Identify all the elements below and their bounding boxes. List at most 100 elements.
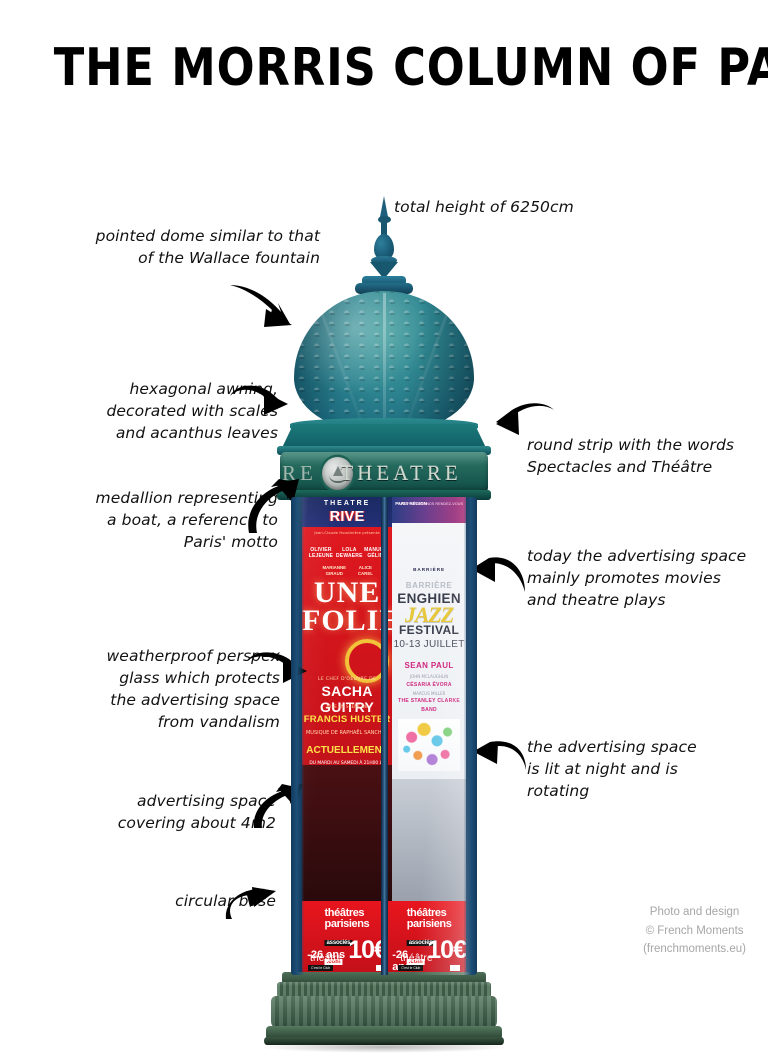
boat-medallion bbox=[322, 457, 353, 490]
logo-dot-com: .com bbox=[324, 959, 343, 966]
arrow-lit-rotating bbox=[472, 740, 530, 776]
festival-line1: BARRIÈRE bbox=[405, 581, 453, 590]
finial-stem bbox=[381, 221, 387, 237]
finial-bead-lower bbox=[371, 256, 397, 265]
cast-name: LOLA DEWAERE bbox=[335, 547, 363, 560]
poster-right-header-right: LES PLUS GRANDS RENDEZ-VOUS bbox=[398, 502, 463, 506]
poster-left-presenter: Jean-Claude Houdinière présente bbox=[314, 531, 380, 535]
finial-neck bbox=[355, 283, 413, 294]
poster-left-cast-row1: OLIVIER LEJEUNE LOLA DEWAERE MANUEL GÉLI… bbox=[306, 547, 388, 560]
poster-right-lower-dark bbox=[392, 779, 466, 901]
arrow-pointed-dome bbox=[228, 283, 300, 335]
price-fine-print: C'est le Club bbox=[398, 965, 424, 971]
poster-left-venue-line1: THEATRE bbox=[323, 500, 371, 507]
page-title: THE MORRIS COLUMN OF PARIS bbox=[53, 38, 768, 98]
poster-left-director: FRANCIS HUSTER bbox=[303, 713, 391, 725]
poster-left-header: THEATRE RIVE GAUCHE bbox=[302, 497, 393, 541]
lineup-act: SEAN PAUL bbox=[404, 661, 454, 670]
cylinder-right-edge bbox=[464, 497, 477, 975]
photo-credit: Photo and design © French Moments (frenc… bbox=[643, 906, 746, 956]
dome-center-rib bbox=[382, 293, 386, 431]
round-word-strip: RE THEATRE bbox=[280, 452, 488, 494]
arrow-hexagonal-awning bbox=[226, 385, 296, 428]
infographic-page: THE MORRIS COLUMN OF PARIS RE bbox=[53, 38, 768, 1053]
lineup-act: MARCUS MILLER bbox=[412, 690, 446, 696]
poster-right-header-left: PARIS RÉGION bbox=[395, 501, 427, 506]
logo-line1: théâtres bbox=[324, 907, 365, 919]
pointed-dome bbox=[294, 291, 474, 431]
medallion-hull-icon bbox=[328, 474, 347, 484]
logo-line2: parisiens bbox=[324, 917, 370, 930]
hexagonal-awning bbox=[281, 424, 487, 450]
poster-left-author: SACHA GUITRY bbox=[320, 683, 375, 715]
annotation-lit-rotating: the advertising space is lit at night an… bbox=[527, 738, 697, 800]
poster-left-now-playing: ACTUELLEMENT bbox=[306, 745, 388, 757]
cast-name: MARIANNE GIRAUD bbox=[322, 565, 347, 576]
annotation-pointed-dome: pointed dome similar to that of the Wall… bbox=[95, 227, 320, 267]
lineup-act: CÉSARIA ÉVORA bbox=[406, 681, 452, 688]
awning-lip bbox=[277, 446, 491, 455]
theatres-parisiens-logo: théâtres parisiens associés .com bbox=[406, 907, 452, 967]
age-limit: -26 ans bbox=[307, 949, 346, 961]
confetti-graphic bbox=[398, 719, 460, 771]
poster-divider bbox=[380, 497, 388, 975]
finial-bulb bbox=[374, 234, 394, 260]
festival-dates: 10-13 JUILLET bbox=[393, 639, 465, 650]
price-fine-print: C'est le Club bbox=[308, 965, 334, 971]
logo-line2: parisiens bbox=[406, 917, 452, 930]
finial-tip bbox=[380, 196, 388, 217]
festival-lineup: SEAN PAUL JOHN MCLAUGHLIN CÉSARIA ÉVORA … bbox=[392, 659, 466, 715]
annotation-medallion: medallion representing a boat, a referen… bbox=[95, 489, 278, 551]
festival-jazz-word: JAZZ bbox=[404, 602, 455, 627]
lineup-act: THE STANLEY CLARKE BAND bbox=[398, 697, 461, 713]
dome-scale-pattern bbox=[294, 291, 474, 431]
cast-name: ALICE CAREL bbox=[357, 565, 373, 576]
logo-line3: associés bbox=[406, 940, 435, 947]
cast-name: MANUEL GÉLIN bbox=[364, 547, 387, 560]
circular-base bbox=[271, 996, 497, 1030]
annotation-round-strip: round strip with the words Spectacles an… bbox=[527, 436, 735, 476]
festival-line3: FESTIVAL bbox=[398, 623, 460, 637]
annotation-total-height: total height of 6250cm bbox=[394, 198, 574, 216]
band-bottom-ring bbox=[277, 490, 491, 500]
cylinder-left-edge bbox=[291, 497, 304, 975]
price-label: théâtre bbox=[310, 953, 343, 964]
poster-left-music: MUSIQUE DE RAPHAËL SANCHEZ bbox=[305, 729, 389, 736]
arrow-round-strip bbox=[492, 403, 558, 446]
medallion-sail-icon bbox=[332, 465, 343, 476]
logo-dot-com: .com bbox=[406, 959, 425, 966]
base-dentil-ring bbox=[277, 982, 491, 998]
dome-shading bbox=[294, 291, 474, 431]
poster-jazz-festival: PARIS RÉGION LES PLUS GRANDS RENDEZ-VOUS… bbox=[392, 497, 466, 975]
finial-bead-upper bbox=[377, 216, 391, 223]
arrow-circular-base bbox=[222, 885, 282, 927]
poster-left-author-small: LE CHEF D'OEUVRE DE bbox=[318, 677, 377, 682]
poster-une-folie: THEATRE RIVE GAUCHE Jean-Claude Houdiniè… bbox=[302, 497, 393, 975]
annotation-advertising-today: today the advertising space mainly promo… bbox=[527, 547, 747, 609]
logo-line1: théâtres bbox=[406, 907, 447, 919]
perspex-glass-cylinder: THEATRE RIVE GAUCHE Jean-Claude Houdiniè… bbox=[291, 497, 477, 975]
price-badge-icon bbox=[450, 965, 460, 971]
theatres-parisiens-logo: théâtres parisiens associés .com bbox=[324, 907, 370, 967]
poster-left-cast-row2: MARIANNE GIRAUD ALICE CAREL bbox=[316, 565, 378, 576]
band-text-right: THEATRE bbox=[340, 461, 462, 485]
logo-line3: associés bbox=[324, 940, 353, 947]
finial-plate bbox=[362, 276, 406, 286]
festival-line2: ENGHIEN bbox=[397, 591, 461, 606]
ground-shadow bbox=[258, 1043, 510, 1053]
poster-left-author-block: LE CHEF D'OEUVRE DE SACHA GUITRY bbox=[302, 677, 392, 715]
finial-cone bbox=[370, 262, 398, 279]
cast-name: OLIVIER LEJEUNE bbox=[308, 547, 334, 560]
arrow-advertising-today bbox=[471, 556, 529, 598]
base-ring-1 bbox=[282, 972, 486, 984]
poster-left-title-line1: UNE bbox=[313, 576, 381, 609]
annotation-perspex-glass: weatherproof perspex glass which protect… bbox=[106, 647, 280, 731]
price-label: théâtre bbox=[400, 953, 433, 964]
poster-left-title-line2: FOLIE bbox=[302, 604, 393, 638]
poster-right-brand: BARRIÈRE bbox=[413, 567, 446, 572]
poster-right-header: PARIS RÉGION LES PLUS GRANDS RENDEZ-VOUS bbox=[392, 497, 466, 523]
poster-left-lower-dark bbox=[302, 765, 393, 901]
annotation-advertising-area: advertising space covering about 4m2 bbox=[117, 792, 276, 832]
poster-left-title: UNE FOLIE bbox=[302, 576, 393, 638]
price-strip-left: théâtres parisiens associés.com -26 ans … bbox=[302, 901, 393, 975]
